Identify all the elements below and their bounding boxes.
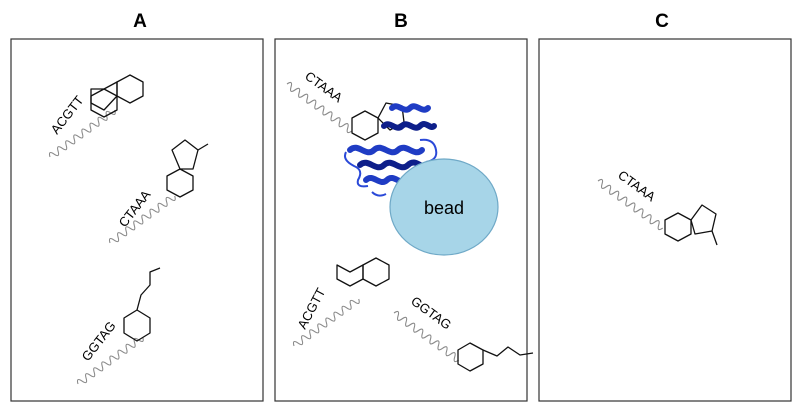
panel-title-a: A: [133, 11, 147, 32]
panel-a-frame: [10, 38, 264, 402]
methyl-indane-molecule: [166, 139, 209, 198]
naphthalene-molecule: [90, 74, 144, 118]
panel-title-b: B: [394, 11, 408, 32]
naphthalene-molecule: [336, 257, 390, 287]
propyl-cyclohexane-molecule: [457, 342, 534, 372]
panel-title-c: C: [655, 11, 669, 32]
bead-label: bead: [424, 198, 464, 218]
bead: bead: [389, 158, 499, 256]
propyl-cyclohexane-molecule: [123, 267, 161, 342]
methyl-indane-molecule: [664, 204, 718, 246]
methyl-indane-molecule: [351, 102, 405, 141]
